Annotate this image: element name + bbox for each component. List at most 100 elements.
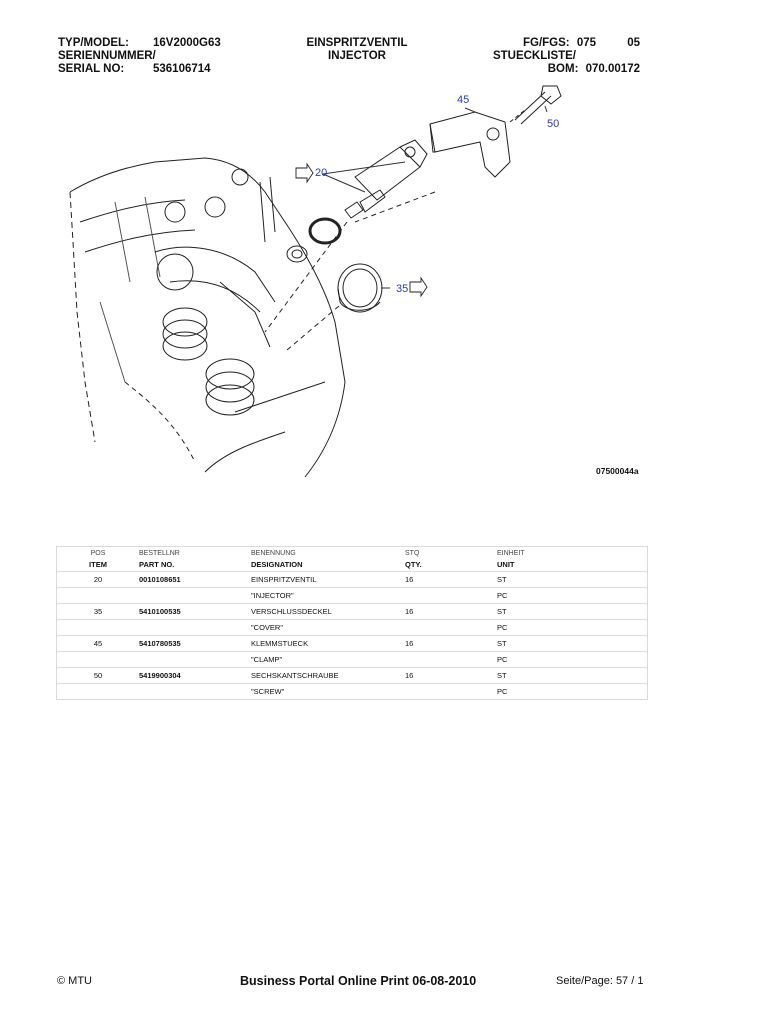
table-row: "SCREW" PC <box>56 683 648 700</box>
header-right: FG/FGS: 075 05 STUECKLISTE/ BOM: 070.001… <box>470 37 640 76</box>
page-number: 57 <box>615 975 629 987</box>
row-unit: PC <box>497 683 648 700</box>
header-unit: UNIT <box>497 559 515 569</box>
row-part-no <box>139 651 251 668</box>
fg-value: 075 <box>576 37 596 49</box>
seal-washer <box>286 245 308 263</box>
row-qty <box>405 683 497 700</box>
serial-no-label: SERIAL NO: <box>58 63 125 75</box>
row-unit: ST <box>497 603 648 620</box>
row-pos <box>56 651 139 668</box>
row-pos: 50 <box>56 667 139 684</box>
row-pos: 35 <box>56 603 139 620</box>
model-label: TYP/MODEL: <box>58 37 129 49</box>
valve-spring <box>205 358 255 390</box>
callout-45: 45 <box>457 94 469 106</box>
exploded-diagram: 20 35 45 50 <box>69 85 562 478</box>
fg-label: FG/FGS: <box>522 37 570 49</box>
row-designation: "CLAMP" <box>251 651 405 668</box>
table-row: 20 0010108651 EINSPRITZVENTIL 16 ST <box>56 571 648 588</box>
row-designation: EINSPRITZVENTIL <box>251 571 405 588</box>
table-row: "COVER" PC <box>56 619 648 636</box>
header-part-no: PART NO. <box>139 559 175 569</box>
row-unit: ST <box>497 571 648 588</box>
row-part-no: 0010108651 <box>139 571 251 588</box>
table-header-de: POS BESTELLNR BENENNUNG STQ EINHEIT <box>57 547 648 558</box>
valve-spring <box>162 307 208 337</box>
row-qty <box>405 619 497 636</box>
row-part-no <box>139 587 251 604</box>
bom-label: BOM: <box>547 63 579 75</box>
row-pos: 45 <box>56 635 139 652</box>
serial-value: 536106714 <box>153 63 211 75</box>
page-separator: / <box>631 975 635 987</box>
row-part-no: 5419900304 <box>139 667 251 684</box>
row-designation: "COVER" <box>251 619 405 636</box>
table-row: 35 5410100535 VERSCHLUSSDECKEL 16 ST <box>56 603 648 620</box>
row-pos <box>56 683 139 700</box>
row-qty: 16 <box>405 571 497 588</box>
table-header-en: ITEM PART NO. DESIGNATION QTY. UNIT <box>57 557 648 572</box>
header-title: EINSPRITZVENTIL INJECTOR <box>300 37 414 63</box>
header-einheit: EINHEIT <box>497 550 525 557</box>
footer-print-info: Business Portal Online Print 06-08-2010 <box>240 974 477 988</box>
header-labels: TYP/MODEL: SERIENNUMMER/ SERIAL NO: <box>58 37 156 76</box>
row-unit: PC <box>497 587 648 604</box>
page-total: 1 <box>637 975 644 987</box>
row-qty <box>405 587 497 604</box>
row-pos <box>56 587 139 604</box>
table-row: 45 5410780535 KLEMMSTUECK 16 ST <box>56 635 648 652</box>
fgs-value: 05 <box>627 37 640 49</box>
header-qty: QTY. <box>405 559 422 569</box>
footer-page-info: Seite/Page: 57 / 1 <box>556 975 644 987</box>
row-qty: 16 <box>405 603 497 620</box>
callout-50: 50 <box>547 118 559 130</box>
injector-body <box>344 139 428 219</box>
header-item: ITEM <box>89 559 107 569</box>
row-designation: "SCREW" <box>251 683 405 700</box>
row-unit: ST <box>497 635 648 652</box>
header-designation: DESIGNATION <box>251 559 303 569</box>
header-values: 16V2000G63 536106714 <box>153 37 221 76</box>
row-part-no <box>139 619 251 636</box>
fg-row: FG/FGS: 075 05 <box>470 37 640 50</box>
page-label: Seite/Page: <box>556 975 613 987</box>
row-part-no: 5410780535 <box>139 635 251 652</box>
table-row: 50 5419900304 SECHSKANTSCHRAUBE 16 ST <box>56 667 648 684</box>
cover-cap <box>337 263 383 313</box>
callout-35: 35 <box>396 283 408 295</box>
hex-screw <box>514 85 562 125</box>
footer-copyright: © MTU <box>57 975 92 987</box>
row-unit: ST <box>497 667 648 684</box>
bom-row: BOM: 070.00172 <box>470 63 640 76</box>
row-qty <box>405 651 497 668</box>
model-value: 16V2000G63 <box>153 37 221 49</box>
table-row: "INJECTOR" PC <box>56 587 648 604</box>
title-de: EINSPRITZVENTIL <box>306 37 408 49</box>
table-row: "CLAMP" PC <box>56 651 648 668</box>
list-label: STUECKLISTE/ <box>492 50 576 62</box>
row-part-no <box>139 683 251 700</box>
row-designation: "INJECTOR" <box>251 587 405 604</box>
cylinder-head-outline <box>69 157 346 478</box>
drawing-id: 07500044a <box>596 466 639 476</box>
row-pos <box>56 619 139 636</box>
row-part-no: 5410100535 <box>139 603 251 620</box>
header-bestellnr: BESTELLNR <box>139 550 180 557</box>
row-qty: 16 <box>405 667 497 684</box>
row-designation: KLEMMSTUECK <box>251 635 405 652</box>
row-qty: 16 <box>405 635 497 652</box>
bom-value: 070.00172 <box>585 63 640 75</box>
callout-20: 20 <box>315 167 327 179</box>
title-en: INJECTOR <box>328 50 386 62</box>
row-pos: 20 <box>56 571 139 588</box>
header-stq: STQ <box>405 550 420 557</box>
header-pos: POS <box>90 550 106 557</box>
parts-table: POS BESTELLNR BENENNUNG STQ EINHEIT ITEM… <box>56 546 648 700</box>
row-unit: PC <box>497 619 648 636</box>
row-designation: VERSCHLUSSDECKEL <box>251 603 405 620</box>
clamp-bracket <box>429 111 511 178</box>
row-designation: SECHSKANTSCHRAUBE <box>251 667 405 684</box>
header-benennung: BENENNUNG <box>251 550 296 557</box>
row-unit: PC <box>497 651 648 668</box>
